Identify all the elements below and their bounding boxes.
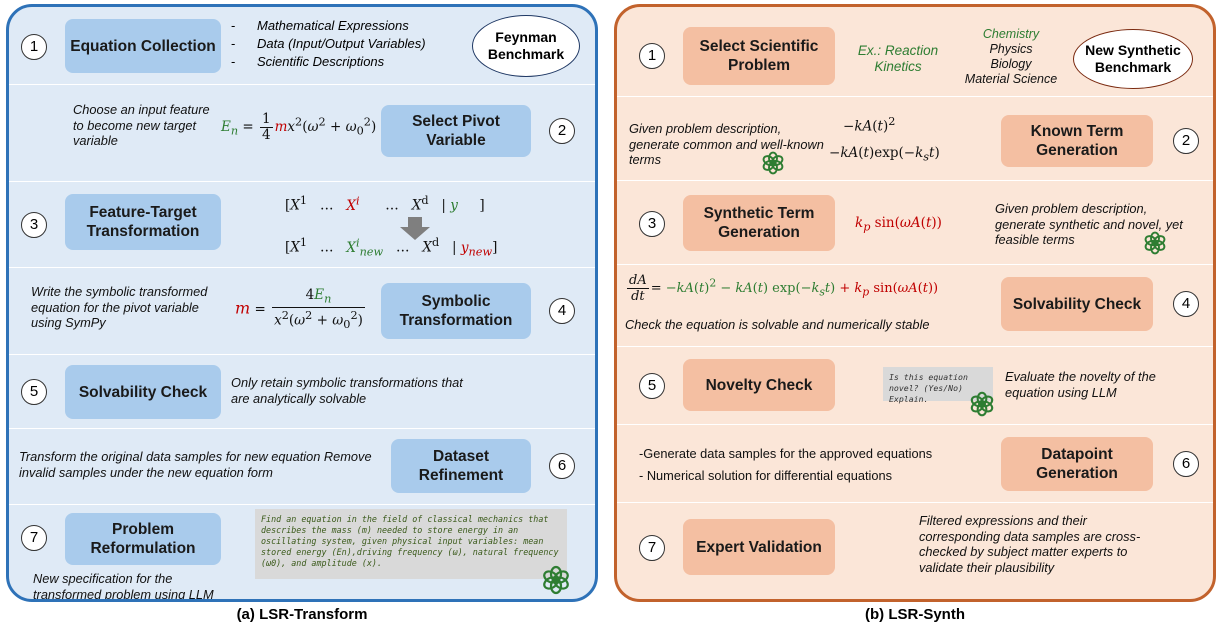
step-select-pivot-variable: Select Pivot Variable <box>381 105 531 157</box>
step-number: 1 <box>639 43 665 69</box>
step-novelty-check: Novelty Check <box>683 359 835 411</box>
lsr-synth-panel: 1 Select Scientific Problem Ex.: Reactio… <box>614 4 1216 602</box>
domain-item: Material Science <box>964 72 1058 86</box>
panel-b-caption: (b) LSR-Synth <box>865 606 965 623</box>
collection-bullets: Mathematical Expressions Data (Input/Out… <box>231 17 426 71</box>
bullet-item: Scientific Descriptions <box>231 53 426 71</box>
step-number: 5 <box>21 379 47 405</box>
step7-description: New specification for the transformed pr… <box>33 571 214 602</box>
panel-a-caption: (a) LSR-Transform <box>236 606 368 623</box>
feynman-benchmark-ellipse: Feynman Benchmark <box>472 15 580 77</box>
synth-step-3-row: 3 Synthetic Term Generation kp sin(ωA(t)… <box>617 181 1213 265</box>
domain-item: Physics <box>989 42 1033 56</box>
step6-description: -Generate data samples for the approved … <box>639 443 989 487</box>
step-number: 4 <box>1173 291 1199 317</box>
synth-step-5-row: 5 Novelty Check Is this equation novel? … <box>617 347 1213 425</box>
known-term-1: −kA(t)2 <box>843 115 896 135</box>
transform-step-5-row: 5 Solvability Check Only retain symbolic… <box>9 355 595 429</box>
step-number: 5 <box>639 373 665 399</box>
step-select-scientific-problem: Select Scientific Problem <box>683 27 835 85</box>
step3-description: Given problem description, generate synt… <box>995 201 1183 247</box>
transform-step-2-row: Choose an input feature to become new ta… <box>9 85 595 182</box>
step-number: 1 <box>21 34 47 60</box>
step-number: 2 <box>549 118 575 144</box>
step5-description: Only retain symbolic transformations tha… <box>231 375 463 406</box>
step-datapoint-generation: Datapoint Generation <box>1001 437 1153 491</box>
step-number: 7 <box>21 525 47 551</box>
step-feature-target-transformation: Feature-Target Transformation <box>65 194 221 250</box>
step-number: 6 <box>1173 451 1199 477</box>
original-vector: [X1 … Xi … Xd | y ] <box>285 194 485 214</box>
step-number: 7 <box>639 535 665 561</box>
step-number: 3 <box>21 212 47 238</box>
synthetic-benchmark-ellipse: New Synthetic Benchmark <box>1073 29 1193 89</box>
step4-description: Write the symbolic transformed equation … <box>31 284 208 330</box>
step-number: 2 <box>1173 128 1199 154</box>
step7-description: Filtered expressions and their correspon… <box>919 513 1141 575</box>
openai-logo-icon <box>762 151 784 175</box>
openai-logo-icon <box>1144 231 1166 255</box>
domain-item: Chemistry <box>982 27 1040 41</box>
step-symbolic-transformation: Symbolic Transformation <box>381 283 531 339</box>
step6-line: - Numerical solution for differential eq… <box>639 468 892 483</box>
openai-logo-icon <box>970 391 994 417</box>
step2-description: Choose an input feature to become new ta… <box>73 102 210 148</box>
down-arrow-icon <box>400 217 430 240</box>
step-number: 4 <box>549 298 575 324</box>
domain-list: Chemistry Physics Biology Material Scien… <box>953 27 1069 87</box>
synthetic-term: kp sin(ωA(t)) <box>855 215 942 234</box>
step-expert-validation: Expert Validation <box>683 519 835 575</box>
llm-prompt-box: Find an equation in the field of classic… <box>255 509 567 579</box>
step-known-term-generation: Known Term Generation <box>1001 115 1153 167</box>
step6-line: -Generate data samples for the approved … <box>639 446 933 461</box>
synth-step-7-row: 7 Expert Validation Filtered expressions… <box>617 503 1213 599</box>
novelty-prompt-box: Is this equation novel? (Yes/No) Explain… <box>883 367 993 404</box>
known-term-2: −kA(t)exp(−kst) <box>829 145 940 164</box>
openai-logo-icon <box>543 565 569 595</box>
example-problem: Ex.: Reaction Kinetics <box>857 43 939 74</box>
bullet-item: Mathematical Expressions <box>231 17 426 35</box>
domain-item: Biology <box>990 57 1032 71</box>
step-solvability-check: Solvability Check <box>1001 277 1153 331</box>
transform-step-1-row: 1 Equation Collection Mathematical Expre… <box>9 7 595 85</box>
transformed-vector: [X1 … Xinew … Xd | ynew] <box>285 236 498 259</box>
step5-description: Evaluate the novelty of the equation usi… <box>1005 369 1156 400</box>
synth-step-1-row: 1 Select Scientific Problem Ex.: Reactio… <box>617 7 1213 97</box>
step4-description: Check the equation is solvable and numer… <box>625 317 930 332</box>
step2-description: Given problem description, generate comm… <box>629 121 824 167</box>
step-problem-reformulation: Problem Reformulation <box>65 513 221 565</box>
lsr-transform-panel: 1 Equation Collection Mathematical Expre… <box>6 4 598 602</box>
bullet-item: Data (Input/Output Variables) <box>231 35 426 53</box>
step-synthetic-term-generation: Synthetic Term Generation <box>683 195 835 251</box>
step-dataset-refinement: Dataset Refinement <box>391 439 531 493</box>
step6-description: Transform the original data samples for … <box>19 449 372 480</box>
transform-step-3-row: 3 Feature-Target Transformation [X1 … Xi… <box>9 182 595 268</box>
step-solvability-check: Solvability Check <box>65 365 221 419</box>
step-equation-collection: Equation Collection <box>65 19 221 73</box>
transform-step-7-row: 7 Problem Reformulation New specificatio… <box>9 505 595 602</box>
synth-step-6-row: -Generate data samples for the approved … <box>617 425 1213 503</box>
step-number: 6 <box>549 453 575 479</box>
synth-step-2-row: Given problem description, generate comm… <box>617 97 1213 181</box>
step-number: 3 <box>639 211 665 237</box>
transform-step-6-row: Transform the original data samples for … <box>9 429 595 505</box>
transform-step-4-row: Write the symbolic transformed equation … <box>9 268 595 355</box>
